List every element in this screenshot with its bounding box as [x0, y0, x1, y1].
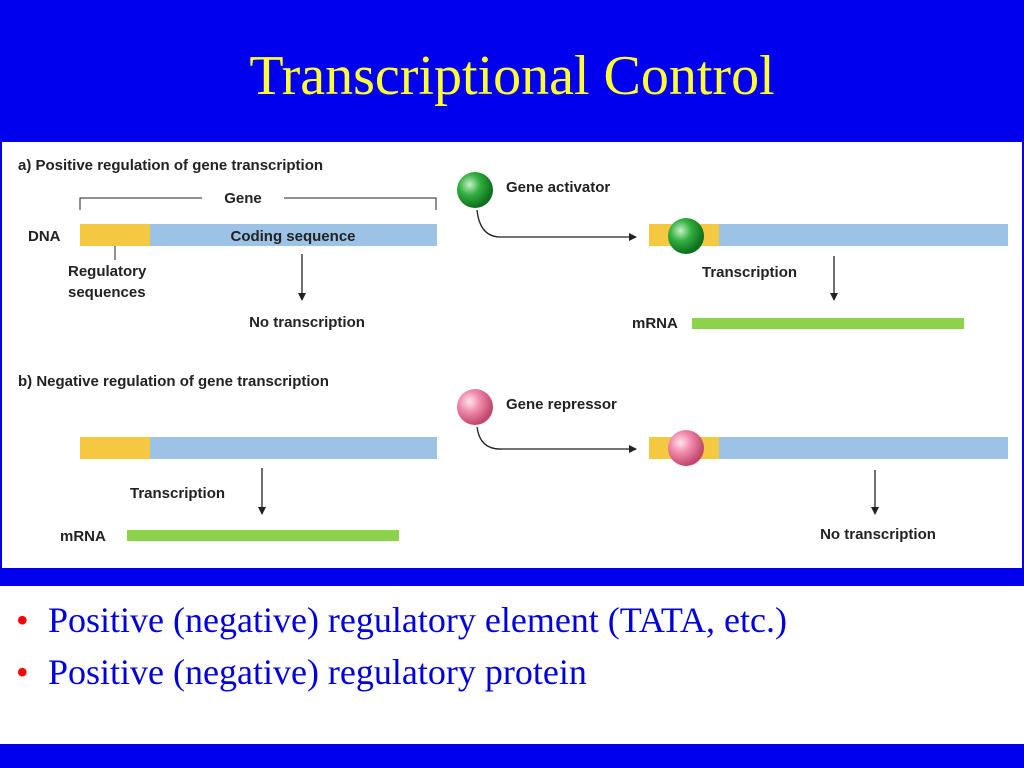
gene-bracket-right	[284, 197, 437, 210]
gene-label: Gene	[224, 190, 262, 207]
gene-repressor-icon	[457, 389, 493, 425]
gene-bracket-left	[79, 197, 202, 210]
bullet-item: • Positive (negative) regulatory element …	[16, 598, 787, 642]
dna-label: DNA	[28, 228, 61, 245]
gene-activator-icon	[457, 172, 493, 208]
bullet-text: Positive (negative) regulatory protein	[48, 652, 587, 692]
regulation-diagram: a) Positive regulation of gene transcrip…	[2, 142, 1022, 568]
regulatory-label-line2: sequences	[68, 284, 146, 301]
bullet-text: Positive (negative) regulatory element (…	[48, 600, 787, 640]
bound-activator-icon	[668, 218, 704, 254]
regulatory-label-line1: Regulatory	[68, 263, 147, 280]
mrna-strand-a	[692, 318, 964, 329]
coding-sequence-b-left	[150, 437, 437, 459]
bound-repressor-icon	[668, 430, 704, 466]
repressor-label: Gene repressor	[506, 396, 617, 413]
regulatory-sequence-b-left	[80, 437, 150, 459]
mrna-label-a: mRNA	[632, 315, 678, 332]
coding-sequence-b-right	[719, 437, 1008, 459]
mrna-label-b: mRNA	[60, 528, 106, 545]
outcome-b-left: Transcription	[130, 485, 225, 502]
bullet-list: • Positive (negative) regulatory element …	[0, 586, 1024, 744]
diagram-canvas: a) Positive regulation of gene transcrip…	[18, 157, 1008, 545]
bullet-item: • Positive (negative) regulatory protein	[16, 650, 587, 694]
bullet-marker: •	[16, 652, 29, 692]
regulatory-sequence-a-left	[80, 224, 150, 246]
coding-sequence-a-right	[719, 224, 1008, 246]
arrow-right-a	[476, 209, 637, 241]
outcome-a-right: Transcription	[702, 264, 797, 281]
arrow-right-b	[476, 426, 637, 453]
outcome-a-left: No transcription	[249, 314, 365, 331]
coding-sequence-a-left	[150, 224, 437, 246]
mrna-strand-b	[127, 530, 399, 541]
outcome-b-right: No transcription	[820, 526, 936, 543]
panel-b-heading: b) Negative regulation of gene transcrip…	[18, 373, 329, 390]
panel-a-heading: a) Positive regulation of gene transcrip…	[18, 157, 323, 174]
coding-sequence-label: Coding sequence	[230, 228, 355, 245]
slide-title: Transcriptional Control	[249, 45, 775, 107]
activator-label: Gene activator	[506, 179, 610, 196]
bullet-marker: •	[16, 600, 29, 640]
